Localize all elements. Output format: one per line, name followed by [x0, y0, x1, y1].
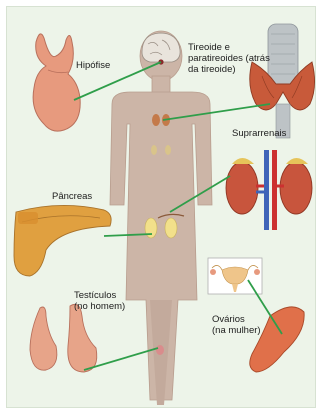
label-testiculos: Testículos (no homem): [74, 290, 125, 312]
brain-organ: [142, 33, 180, 65]
label-suprarrenais: Suprarrenais: [232, 128, 286, 139]
body-testes: [156, 345, 164, 355]
label-testiculos-line1: Testículos: [74, 290, 125, 301]
label-tireoide-line3: da tireoide): [188, 64, 270, 75]
label-tireoide-line2: paratireoides (atrás: [188, 53, 270, 64]
testes-organs: [30, 304, 97, 372]
label-ovarios-line2: (na mulher): [212, 325, 261, 336]
label-ovarios-line1: Ovários: [212, 314, 261, 325]
label-testiculos-line2: (no homem): [74, 301, 125, 312]
adrenal-kidneys: [226, 150, 312, 230]
label-tireoide-line1: Tireoide e: [188, 42, 270, 53]
label-tireoide: Tireoide e paratireoides (atrás da tireo…: [188, 42, 270, 75]
pancreas-organ: [14, 205, 111, 276]
pituitary-gland: [33, 34, 80, 131]
label-pancreas: Pâncreas: [52, 191, 92, 202]
label-hipofise: Hipófise: [76, 60, 110, 71]
label-ovarios: Ovários (na mulher): [212, 314, 261, 336]
